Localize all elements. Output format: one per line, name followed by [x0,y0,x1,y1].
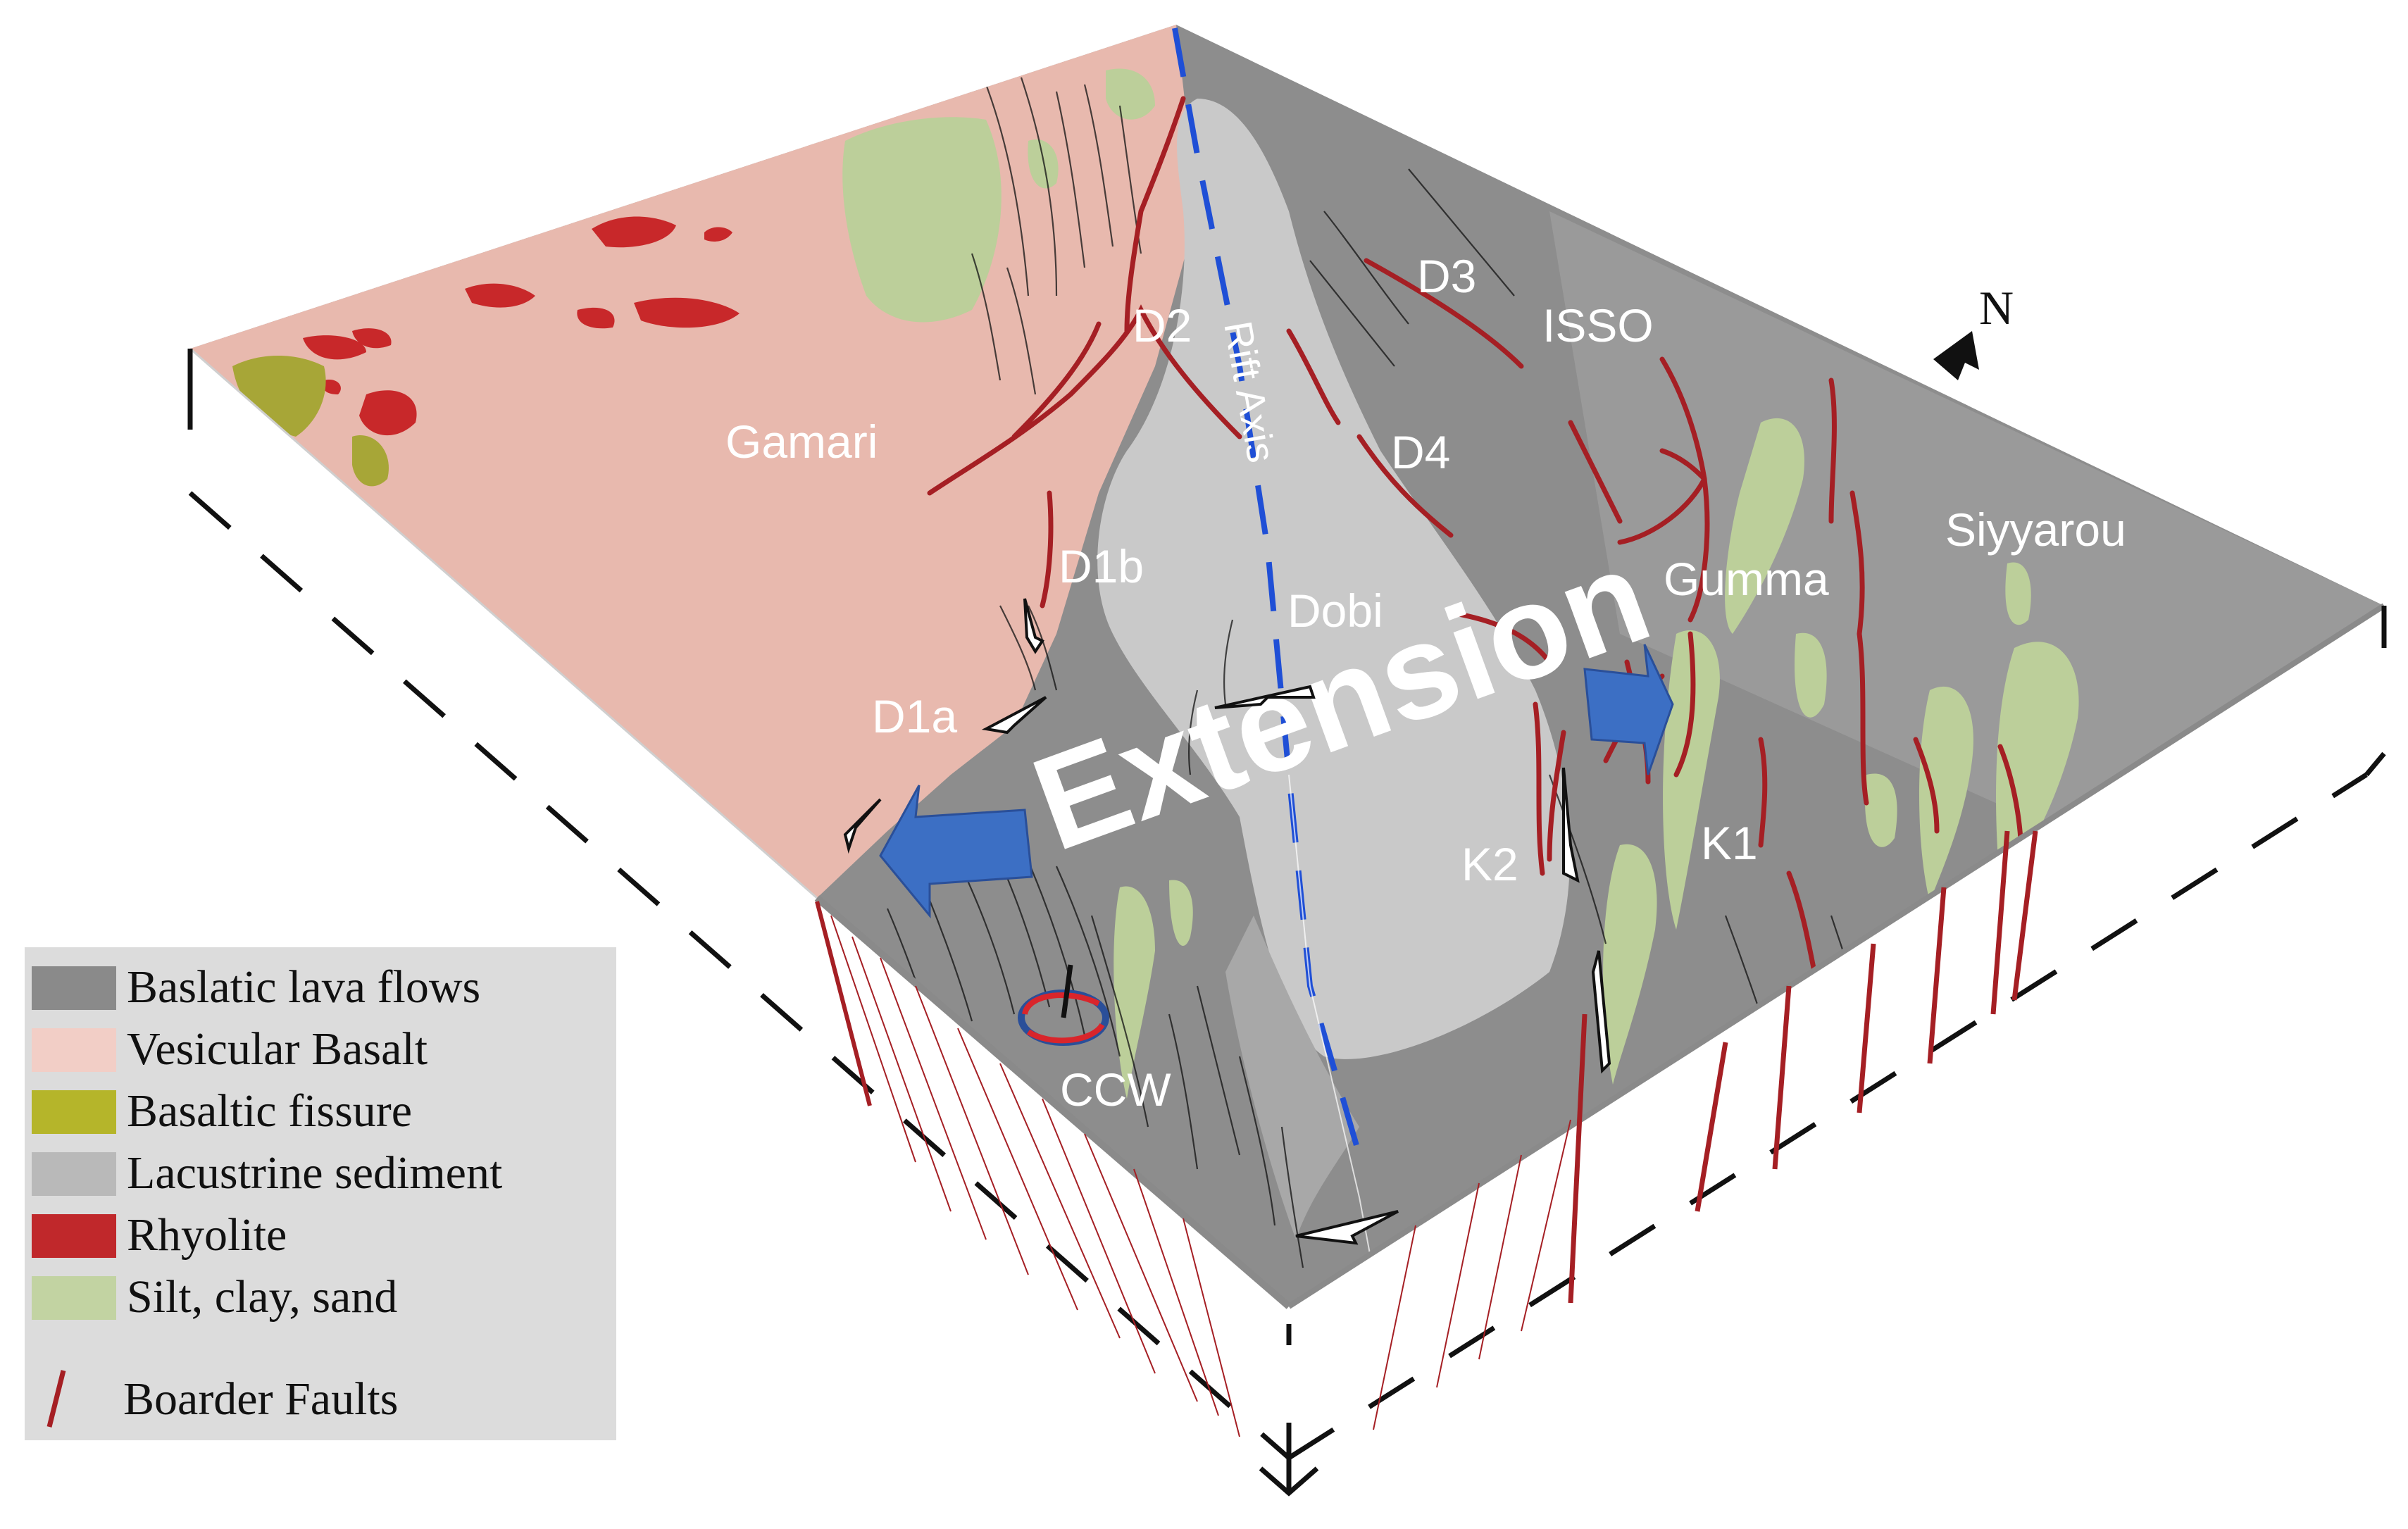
label-d2: D2 [1133,299,1192,351]
label-d1b: D1b [1059,540,1144,592]
label-gamari: Gamari [725,416,878,468]
legend-label-vesicular-basalt: Vesicular Basalt [127,1023,428,1075]
label-d3: D3 [1417,250,1476,302]
label-dobi: Dobi [1287,585,1383,637]
lacustrine-sediment-area [1097,99,1570,1059]
map-surface [190,25,2384,1306]
legend-swatch-lacustrine-sediment [32,1152,116,1196]
label-d1a: D1a [872,690,957,742]
block-edges [187,347,2387,1497]
extension-arrow-east [1583,644,1674,775]
shear-arrow-sw [843,798,882,854]
basaltic-fissure-area-2 [352,435,389,487]
legend-swatch-baslatic-lava-flows [32,966,116,1010]
legend-label-lacustrine-sediment: Lacustrine sediment [127,1147,502,1199]
legend-label-rhyolite: Rhyolite [127,1209,287,1261]
shear-arrows [843,598,1611,1245]
lava-flows-east-shade [1549,211,2384,824]
basaltic-fissure-area [232,356,326,437]
legend-label-silt-clay-sand: Silt, clay, sand [127,1271,397,1323]
extension-arrow-west [879,785,1033,919]
shear-arrow-top [1214,685,1316,709]
legend-swatch-boarder-faults [46,1370,66,1428]
rhyolite-patches [303,216,740,436]
north-arrow-icon [1933,331,1979,380]
label-k1: K1 [1701,817,1758,869]
label-siyyarou: Siyyarou [1945,504,2126,556]
ccw-rotation-symbol [1018,964,1109,1046]
legend-swatch-silt-clay-sand [32,1276,116,1320]
legend-background [25,947,616,1440]
label-isso: ISSO [1542,299,1654,351]
label-d4: D4 [1391,426,1450,478]
legend-label-baslatic-lava-flows: Baslatic lava flows [127,961,480,1013]
shear-arrow-d1b [1023,598,1044,654]
border-faults-surface [927,96,2081,1024]
extension-arrows [879,644,1674,919]
shear-arrow-k2-lower [1591,950,1611,1074]
legend-swatch-vesicular-basalt [32,1028,116,1072]
lacustrine-lower-valley [1225,916,1359,1240]
shear-arrow-k2 [1562,767,1580,883]
label-k2: K2 [1461,838,1518,890]
front-face-fault-projections [815,830,2038,1437]
legend-swatch-rhyolite [32,1214,116,1258]
silt-clay-sand-patches [842,68,2079,1099]
legend-label-boarder-faults: Boarder Faults [123,1373,398,1425]
north-label: N [1979,281,2014,335]
north-arrow: N [1933,281,2014,380]
shear-arrow-d1a [981,696,1047,735]
legend-swatch-basaltic-fissure [32,1090,116,1134]
label-gumma: Gumma [1664,553,1829,605]
legend-label-basaltic-fissure: Basaltic fissure [127,1085,412,1137]
shear-arrow-bottom [1295,1210,1399,1245]
label-ccw: CCW [1060,1063,1171,1116]
